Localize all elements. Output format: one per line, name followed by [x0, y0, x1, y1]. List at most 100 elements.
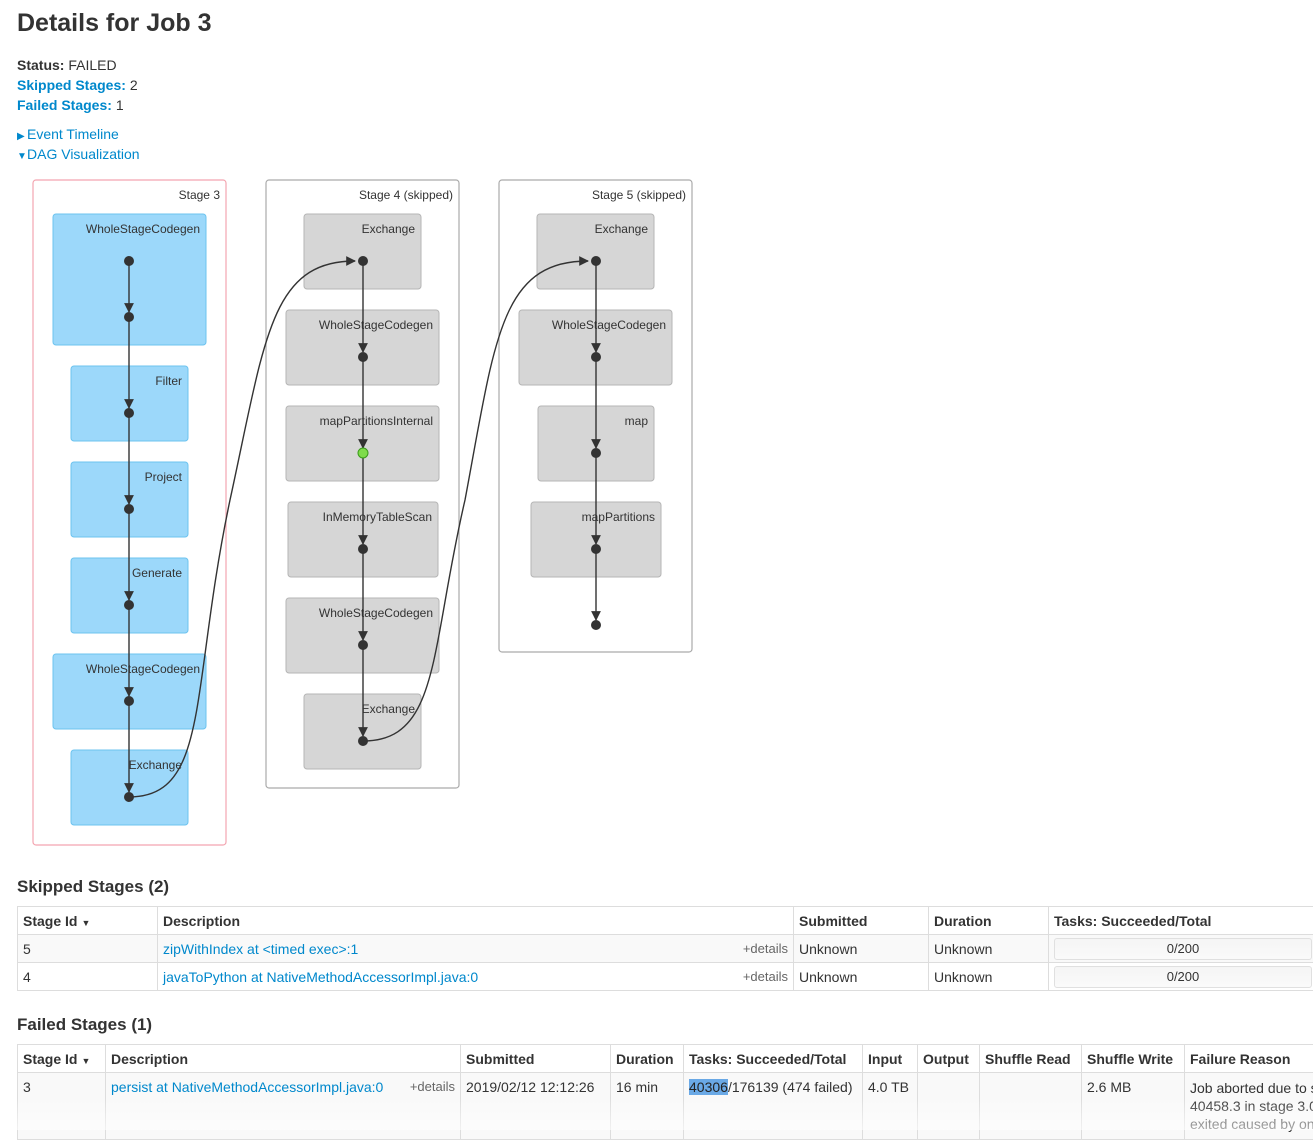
failed-stages-count: 1: [116, 97, 124, 113]
event-timeline-label: Event Timeline: [27, 126, 119, 142]
dag-operator-label: WholeStageCodegen: [86, 662, 200, 676]
failed-stages-row: Failed Stages: 1: [17, 95, 138, 115]
output-cell: [918, 1073, 980, 1140]
dag-operator-label: mapPartitionsInternal: [320, 414, 433, 428]
header-shuffle-read[interactable]: Shuffle Read: [980, 1045, 1082, 1073]
duration-cell: Unknown: [929, 935, 1049, 963]
description-cell: javaToPython at NativeMethodAccessorImpl…: [158, 963, 794, 991]
header-description[interactable]: Description: [158, 907, 794, 935]
header-submitted[interactable]: Submitted: [794, 907, 929, 935]
caret-down-icon: ▼: [17, 151, 27, 162]
header-output[interactable]: Output: [918, 1045, 980, 1073]
dag-operator-label: WholeStageCodegen: [552, 318, 666, 332]
dag-visualization-label: DAG Visualization: [27, 146, 140, 162]
shuffle-write-cell: 2.6 MB: [1082, 1073, 1185, 1140]
failed-stages-title: Failed Stages (1): [17, 1015, 152, 1035]
failure-reason-cell: Job aborted due to s 40458.3 in stage 3.…: [1185, 1073, 1313, 1140]
failed-stages-table: Stage Id▼ Description Submitted Duration…: [17, 1044, 1313, 1140]
header-shuffle-write[interactable]: Shuffle Write: [1082, 1045, 1185, 1073]
submitted-cell: Unknown: [794, 963, 929, 991]
dag-operator-label: mapPartitions: [582, 510, 655, 524]
stage-cluster-label: Stage 3: [179, 188, 221, 202]
dag-operator-label: InMemoryTableScan: [323, 510, 432, 524]
failure-reason-line: exited caused by on: [1190, 1115, 1312, 1133]
rdd-dot: [125, 313, 134, 322]
rdd-dot: [592, 257, 601, 266]
tasks-progress-bar: 0/200: [1054, 938, 1312, 960]
rdd-dot: [125, 697, 134, 706]
header-input[interactable]: Input: [863, 1045, 918, 1073]
page-title: Details for Job 3: [17, 9, 212, 38]
caret-right-icon: ▶: [17, 131, 27, 142]
dag-operator-label: Filter: [155, 374, 182, 388]
stage-description-link[interactable]: persist at NativeMethodAccessorImpl.java…: [111, 1079, 383, 1095]
sort-down-icon: ▼: [81, 918, 90, 928]
skipped-stages-title: Skipped Stages (2): [17, 877, 169, 897]
dag-operator-label: map: [625, 414, 649, 428]
rdd-dot: [359, 257, 368, 266]
event-timeline-toggle[interactable]: ▶Event Timeline: [17, 126, 119, 142]
dag-operator-label: Project: [145, 470, 183, 484]
dag-operator-label: Exchange: [129, 758, 183, 772]
skipped-stages-link[interactable]: Skipped Stages:: [17, 77, 126, 93]
rdd-dot: [125, 601, 134, 610]
details-toggle[interactable]: +details: [743, 941, 788, 956]
status-label: Status:: [17, 57, 64, 73]
table-row: 4 javaToPython at NativeMethodAccessorIm…: [18, 963, 1313, 991]
table-row: 3 persist at NativeMethodAccessorImpl.ja…: [18, 1073, 1313, 1140]
tasks-progress-bar: 0/200: [1054, 966, 1312, 988]
dag-operator-label: WholeStageCodegen: [319, 606, 433, 620]
rdd-dot: [125, 257, 134, 266]
details-toggle[interactable]: +details: [410, 1079, 455, 1094]
stage-id-cell: 4: [18, 963, 158, 991]
skipped-stages-row: Skipped Stages: 2: [17, 75, 138, 95]
skipped-stages-count: 2: [130, 77, 138, 93]
header-description[interactable]: Description: [106, 1045, 461, 1073]
skipped-stages-table: Stage Id▼ Description Submitted Duration…: [17, 906, 1313, 991]
header-stage-id[interactable]: Stage Id▼: [18, 907, 158, 935]
header-stage-id[interactable]: Stage Id▼: [18, 1045, 106, 1073]
stage-id-cell: 5: [18, 935, 158, 963]
header-duration[interactable]: Duration: [611, 1045, 684, 1073]
header-tasks[interactable]: Tasks: Succeeded/Total: [1049, 907, 1313, 935]
tasks-total: /176139 (474 failed): [728, 1079, 853, 1095]
job-summary: Status: FAILED Skipped Stages: 2 Failed …: [17, 55, 138, 115]
submitted-cell: Unknown: [794, 935, 929, 963]
header-tasks[interactable]: Tasks: Succeeded/Total: [684, 1045, 863, 1073]
stage-cluster-label: Stage 5 (skipped): [592, 188, 686, 202]
rdd-dot: [359, 737, 368, 746]
rdd-dot: [592, 621, 601, 630]
dag-operator-label: Exchange: [362, 702, 416, 716]
details-toggle[interactable]: +details: [743, 969, 788, 984]
status-row: Status: FAILED: [17, 55, 138, 75]
tasks-cell: 40306/176139 (474 failed): [684, 1073, 863, 1140]
stage-description-link[interactable]: zipWithIndex at <timed exec>:1: [163, 941, 358, 957]
table-row: 5 zipWithIndex at <timed exec>:1 +detail…: [18, 935, 1313, 963]
rdd-dot: [359, 641, 368, 650]
description-cell: persist at NativeMethodAccessorImpl.java…: [106, 1073, 461, 1140]
dag-operator-label: WholeStageCodegen: [86, 222, 200, 236]
dag-visualization: Stage 3WholeStageCodegenFilterProjectGen…: [0, 170, 720, 850]
dag-operator-label: WholeStageCodegen: [319, 318, 433, 332]
failure-reason-line: 40458.3 in stage 3.0: [1190, 1097, 1312, 1115]
failure-reason-line: Job aborted due to s: [1190, 1079, 1312, 1097]
header-submitted[interactable]: Submitted: [461, 1045, 611, 1073]
stage-cluster-label: Stage 4 (skipped): [359, 188, 453, 202]
cached-rdd-dot: [358, 448, 368, 458]
failed-stages-link[interactable]: Failed Stages:: [17, 97, 112, 113]
rdd-dot: [592, 545, 601, 554]
rdd-dot: [125, 793, 134, 802]
stage-description-link[interactable]: javaToPython at NativeMethodAccessorImpl…: [163, 969, 478, 985]
duration-cell: 16 min: [611, 1073, 684, 1140]
shuffle-read-cell: [980, 1073, 1082, 1140]
dag-visualization-toggle[interactable]: ▼DAG Visualization: [17, 146, 140, 162]
header-duration[interactable]: Duration: [929, 907, 1049, 935]
header-failure-reason[interactable]: Failure Reason: [1185, 1045, 1313, 1073]
tasks-cell: 0/200: [1049, 935, 1313, 963]
dag-operator-label: Exchange: [362, 222, 416, 236]
dag-operator-label: Exchange: [595, 222, 649, 236]
input-cell: 4.0 TB: [863, 1073, 918, 1140]
rdd-dot: [125, 409, 134, 418]
tasks-cell: 0/200: [1049, 963, 1313, 991]
rdd-dot: [359, 545, 368, 554]
